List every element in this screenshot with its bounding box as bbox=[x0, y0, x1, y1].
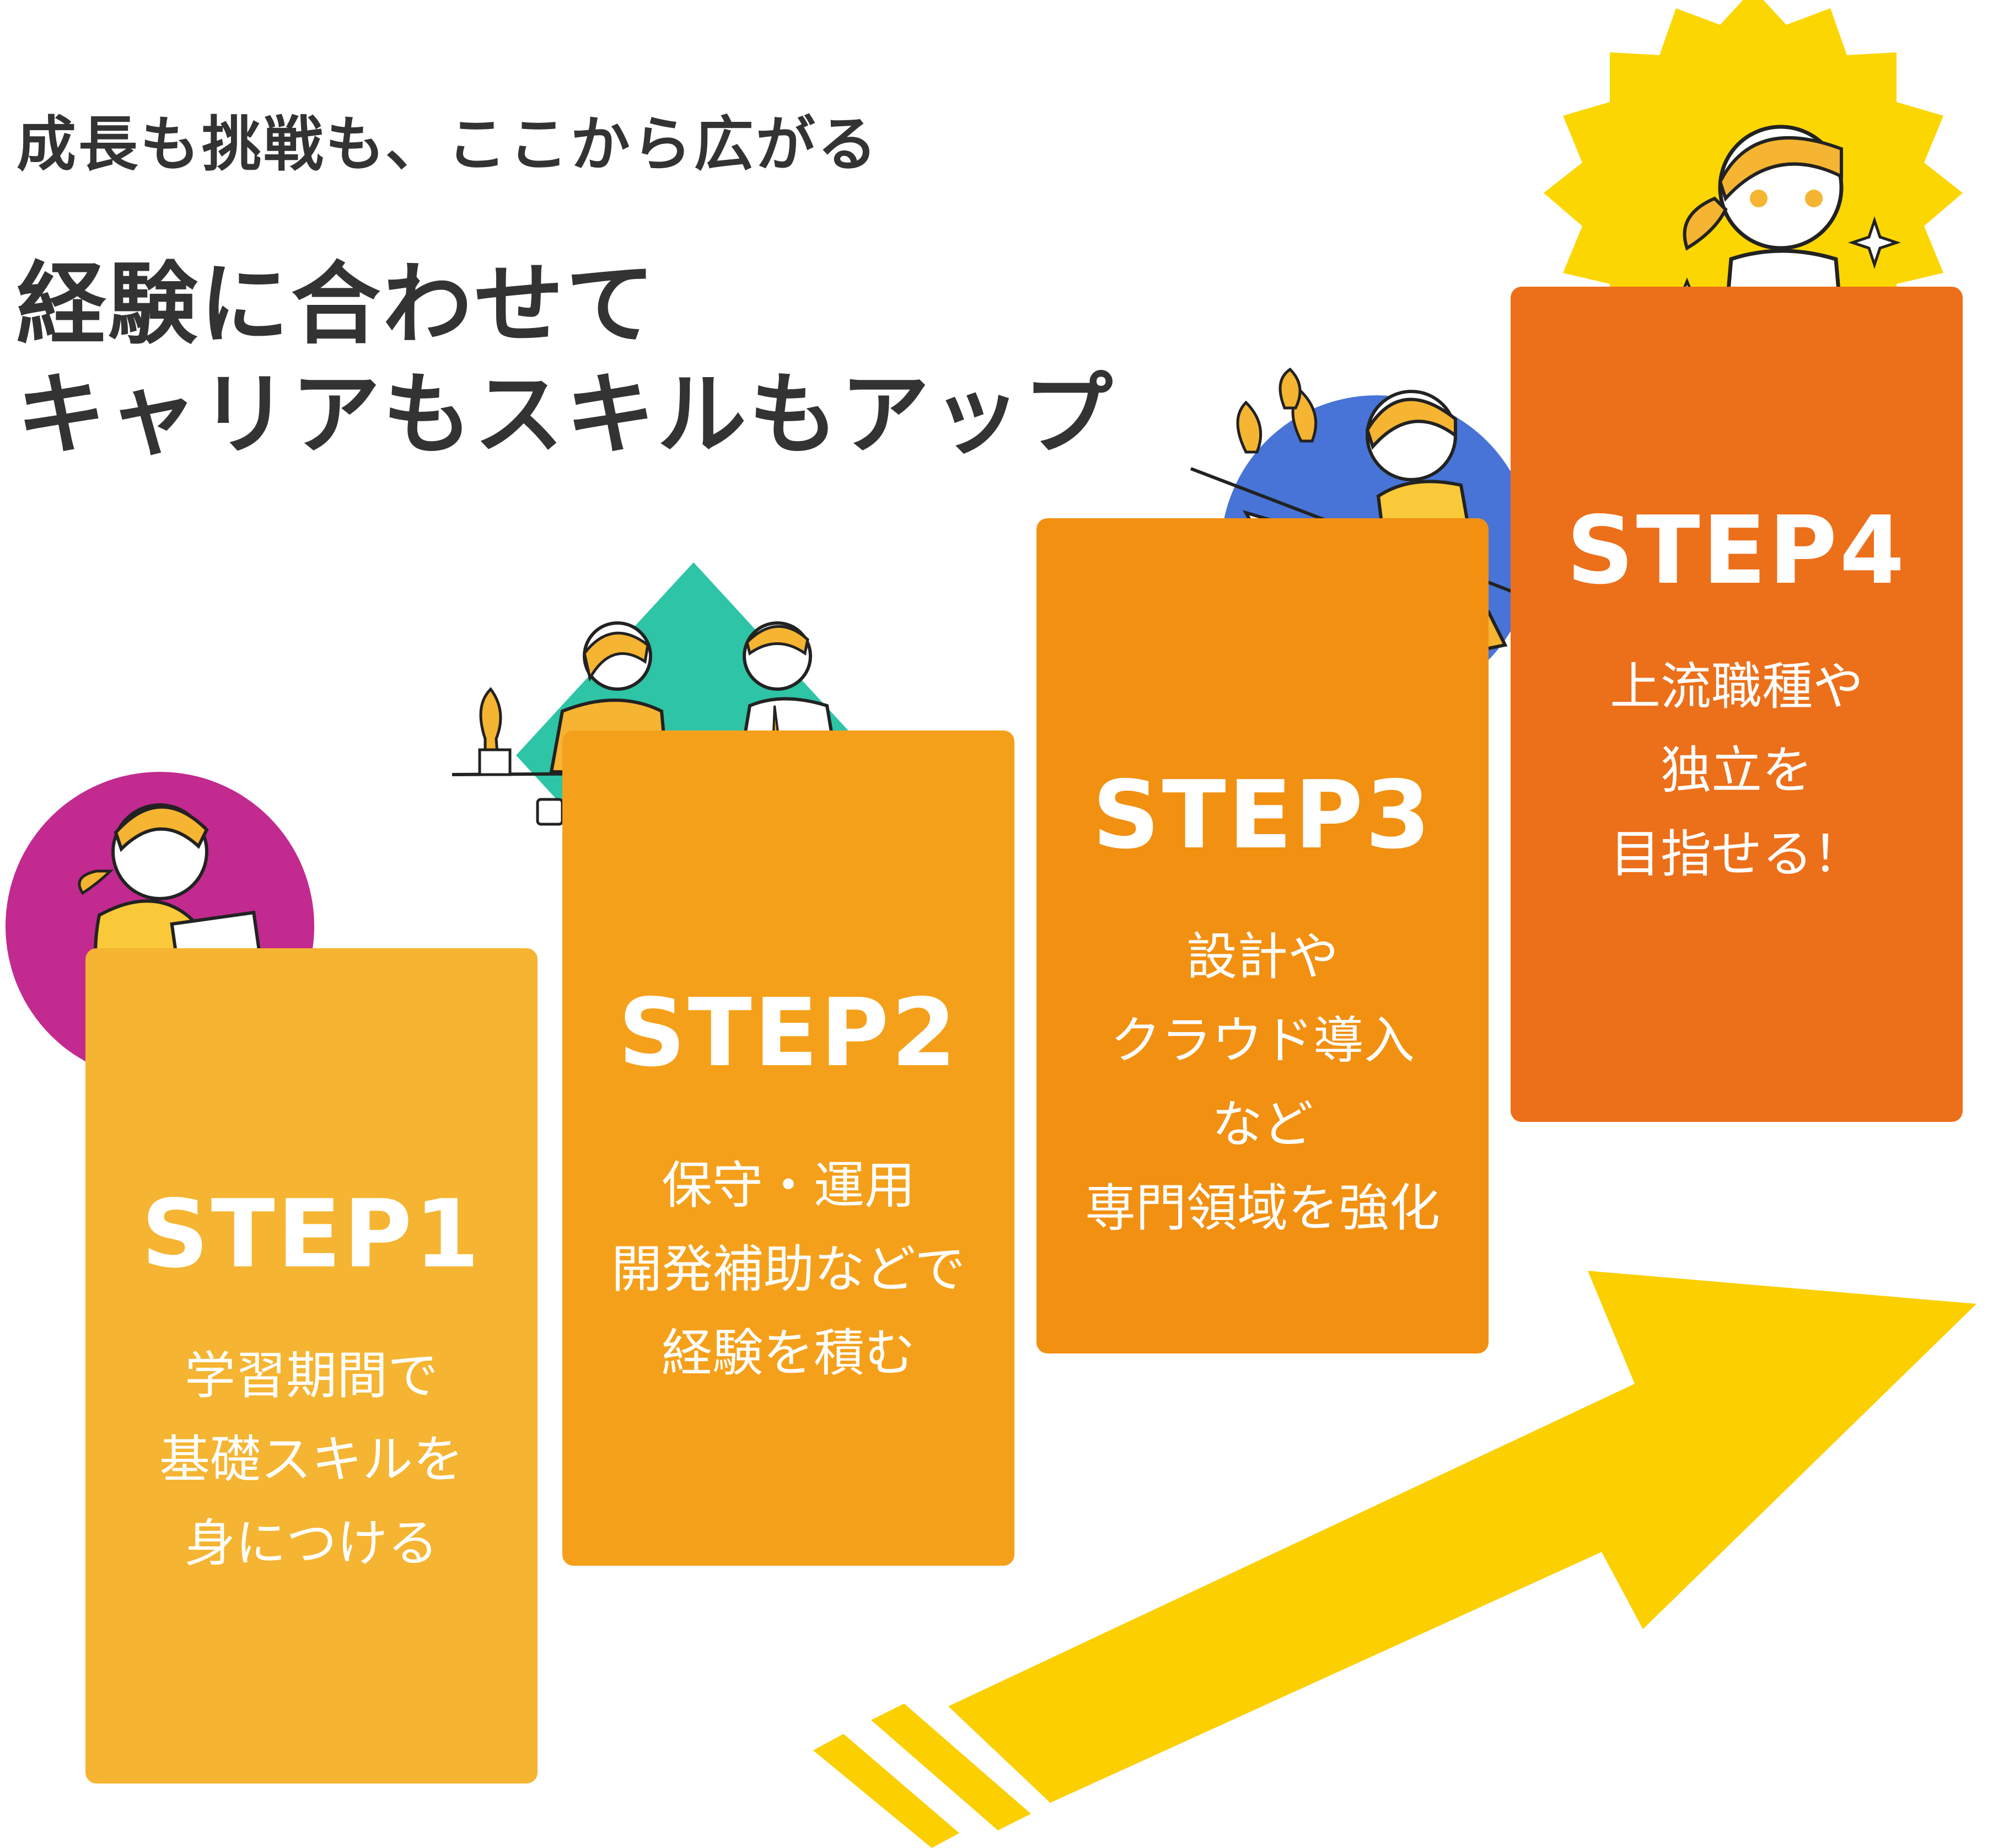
step1-line-3: 身につける bbox=[184, 1514, 438, 1573]
step3-line-3: など bbox=[1211, 1095, 1313, 1154]
step1-line-2: 基礎スキルを bbox=[159, 1430, 464, 1489]
headline-line-2: キャリアもスキルもアップ bbox=[17, 363, 1115, 467]
step4-description: 上流職種や 独立を 目指せる！ bbox=[1511, 645, 1963, 896]
step3-line-1: 設計や bbox=[1186, 927, 1339, 986]
step2-line-3: 経験を積む bbox=[661, 1324, 915, 1383]
step1-box: STEP1 学習期間で 基礎スキルを 身につける bbox=[85, 948, 538, 1783]
step3-label: STEP3 bbox=[1092, 761, 1433, 870]
step3-box: STEP3 設計や クラウド導入 など 専門領域を強化 bbox=[1036, 518, 1489, 1353]
step3-line-4: 専門領域を強化 bbox=[1084, 1179, 1440, 1238]
step2-description: 保守・運用 開発補助などで 経験を積む bbox=[562, 1144, 1014, 1395]
step4-line-2: 独立を bbox=[1660, 741, 1813, 800]
step4-label: STEP4 bbox=[1566, 496, 1907, 605]
subtitle: 成長も挑戦も、ここから広がる bbox=[17, 110, 879, 179]
rising-arrow-icon bbox=[813, 1271, 1976, 1848]
step1-description: 学習期間で 基礎スキルを 身につける bbox=[85, 1334, 538, 1586]
step3-line-2: クラウド導入 bbox=[1110, 1011, 1415, 1070]
step2-label: STEP2 bbox=[618, 979, 959, 1088]
step1-label: STEP1 bbox=[141, 1180, 482, 1289]
step4-box: STEP4 上流職種や 独立を 目指せる！ bbox=[1511, 287, 1963, 1122]
step4-line-1: 上流職種や bbox=[1609, 657, 1863, 716]
headline-line-1: 経験に合わせて bbox=[17, 253, 657, 357]
step4-line-3: 目指せる！ bbox=[1609, 825, 1863, 884]
step3-description: 設計や クラウド導入 など 専門領域を強化 bbox=[1036, 915, 1489, 1250]
step2-line-2: 開発補助などで bbox=[611, 1240, 966, 1299]
step1-line-1: 学習期間で bbox=[184, 1346, 438, 1405]
step2-line-1: 保守・運用 bbox=[661, 1156, 915, 1215]
step2-box: STEP2 保守・運用 開発補助などで 経験を積む bbox=[562, 730, 1014, 1566]
